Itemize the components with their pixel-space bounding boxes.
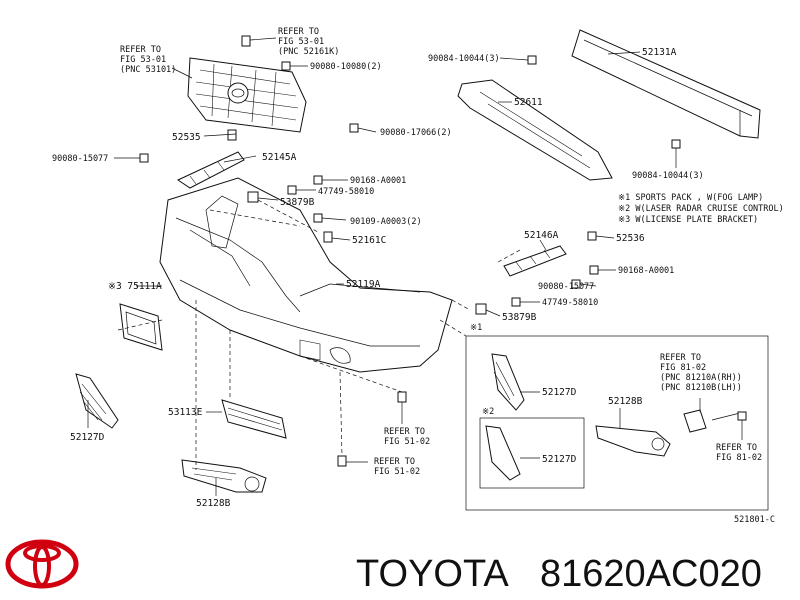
refer-line: REFER TO [374, 457, 415, 467]
refer-fig53-callout: REFER TO FIG 53-01 (PNC 52161K) [278, 27, 339, 57]
part-label: 52535 [172, 132, 201, 143]
toyota-logo-icon [5, 539, 79, 589]
refer-line: REFER TO [660, 353, 701, 363]
refer-line: (PNC 81210A(RH)) [660, 373, 742, 383]
part-label: ※3 75111A [108, 281, 162, 292]
refer-line: REFER TO [278, 27, 319, 37]
note-line: ※2 W(LASER RADAR CRUISE CONTROL) [618, 204, 784, 214]
bumper-cover-drawing [159, 177, 453, 373]
part-label: 52161C [352, 235, 386, 246]
refer-line: (PNC 81210B(LH)) [660, 383, 742, 393]
diagram-code: 521801-C [734, 515, 775, 525]
part-label: 90084-10044(3) [632, 171, 704, 181]
part-label: 90084-10044(3) [428, 54, 500, 64]
part-number: 81620AC020 [540, 553, 762, 595]
part-label: 52131A [642, 47, 677, 58]
part-label: 90080-15077 [538, 282, 594, 292]
leader-lines [87, 37, 743, 496]
part-label: 52127D [542, 454, 577, 465]
part-label: 90080-10080(2) [310, 62, 382, 72]
note-line: ※3 W(LICENSE PLATE BRACKET) [618, 215, 758, 225]
brand-name: TOYOTA [356, 553, 509, 595]
part-label: 90168-A0001 [350, 176, 406, 186]
refer-line: FIG 53-01 [278, 37, 324, 47]
part-label: 90109-A0003(2) [350, 217, 422, 227]
refer-fig81b-callout: REFER TO FIG 81-02 [716, 443, 762, 463]
part-label: 53879B [280, 197, 315, 208]
note-line: ※1 SPORTS PACK , W(FOG LAMP) [618, 193, 763, 203]
refer-line: FIG 81-02 [716, 453, 762, 463]
legend-notes: ※1 SPORTS PACK , W(FOG LAMP) ※2 W(LASER … [618, 193, 784, 225]
refer-line: FIG 51-02 [384, 437, 430, 447]
part-label: 52128B [196, 498, 231, 509]
refer-fig51b-callout: REFER TO FIG 51-02 [374, 457, 420, 477]
part-label: 52119A [346, 279, 381, 290]
fasteners-drawing [139, 35, 747, 467]
refer-line: (PNC 52161K) [278, 47, 339, 57]
refer-line: FIG 51-02 [374, 467, 420, 477]
part-label: 90168-A0001 [618, 266, 674, 276]
part-label: 52127D [542, 387, 577, 398]
refer-fig51a-callout: REFER TO FIG 51-02 [384, 427, 430, 447]
part-label: 52146A [524, 230, 559, 241]
refer-fig53b-callout: REFER TO FIG 53-01 (PNC 53101) [120, 45, 176, 75]
part-label: 90080-17066(2) [380, 128, 452, 138]
dashed-guides [117, 199, 521, 470]
refer-line: FIG 53-01 [120, 55, 166, 65]
part-label: 47749-58010 [542, 298, 598, 308]
lower-left-parts-drawing [75, 373, 287, 493]
refer-line: REFER TO [384, 427, 425, 437]
box-marker: ※1 [470, 323, 482, 333]
part-label: 53113E [168, 407, 203, 418]
refer-line: REFER TO [120, 45, 161, 55]
part-label: 53879B [502, 312, 537, 323]
part-label: 52611 [514, 97, 543, 108]
refer-fig81a-callout: REFER TO FIG 81-02 (PNC 81210A(RH)) (PNC… [660, 353, 742, 393]
sports-pack-box [465, 335, 769, 511]
part-label: 52128B [608, 396, 643, 407]
refer-line: FIG 81-02 [660, 363, 706, 373]
part-label: 47749-58010 [318, 187, 374, 197]
grille-drawing [187, 57, 307, 133]
reinforcement-drawing [457, 29, 761, 181]
box-marker: ※2 [482, 407, 494, 417]
part-label: 52145A [262, 152, 297, 163]
refer-line: REFER TO [716, 443, 757, 453]
part-label: 52536 [616, 233, 645, 244]
refer-line: (PNC 53101) [120, 65, 176, 75]
part-label: 52127D [70, 432, 105, 443]
part-label: 90080-15077 [52, 154, 108, 164]
part-labels: 90080-10080(2) 90080-17066(2) 52535 9008… [52, 47, 704, 509]
